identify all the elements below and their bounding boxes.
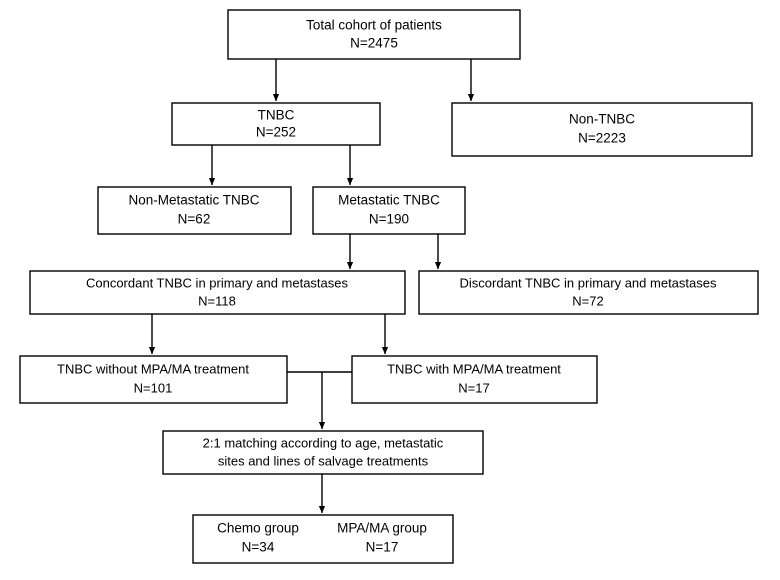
node-chemo-group-line1: Chemo group xyxy=(217,521,299,536)
node-tnbc-with-mpa-ma[interactable]: TNBC with MPA/MA treatment N=17 xyxy=(351,355,598,404)
node-tnbc-without-mpa-ma-line1: TNBC without MPA/MA treatment xyxy=(57,361,249,376)
node-tnbc[interactable]: TNBC N=252 xyxy=(171,102,381,146)
node-tnbc-with-mpa-ma-line1: TNBC with MPA/MA treatment xyxy=(387,361,561,376)
node-discordant-tnbc-box[interactable] xyxy=(418,270,759,315)
node-non-metastatic-tnbc-line1: Non-Metastatic TNBC xyxy=(128,193,259,208)
node-metastatic-tnbc[interactable]: Metastatic TNBC N=190 xyxy=(312,186,466,235)
node-metastatic-tnbc-line2: N=190 xyxy=(369,212,409,227)
node-tnbc-line1: TNBC xyxy=(258,108,295,123)
node-non-tnbc-box[interactable] xyxy=(451,102,753,157)
node-total-cohort[interactable]: Total cohort of patients N=2475 xyxy=(227,9,521,60)
node-tnbc-without-mpa-ma-box[interactable] xyxy=(19,355,288,404)
node-concordant-tnbc-line1: Concordant TNBC in primary and metastase… xyxy=(86,275,349,290)
node-tnbc-without-mpa-ma[interactable]: TNBC without MPA/MA treatment N=101 xyxy=(19,355,288,404)
node-matching-criteria-box[interactable] xyxy=(162,430,484,475)
node-non-metastatic-tnbc[interactable]: Non-Metastatic TNBC N=62 xyxy=(97,186,292,235)
node-non-metastatic-tnbc-line2: N=62 xyxy=(178,212,211,227)
node-tnbc-line2: N=252 xyxy=(256,125,296,140)
node-non-tnbc-line1: Non-TNBC xyxy=(569,112,635,127)
node-total-cohort-box[interactable] xyxy=(227,9,521,60)
node-concordant-tnbc-line2: N=118 xyxy=(198,293,236,308)
node-mpa-ma-group-line2: N=17 xyxy=(366,540,399,555)
node-chemo-group-line2: N=34 xyxy=(242,540,275,555)
node-non-tnbc-line2: N=2223 xyxy=(578,131,626,146)
connector-layer xyxy=(148,59,475,514)
node-non-metastatic-tnbc-box[interactable] xyxy=(97,186,292,235)
node-metastatic-tnbc-box[interactable] xyxy=(312,186,466,235)
node-matching-criteria-line2: sites and lines of salvage treatments xyxy=(218,453,429,468)
node-non-tnbc[interactable]: Non-TNBC N=2223 xyxy=(451,102,753,157)
node-discordant-tnbc-line2: N=72 xyxy=(572,293,603,308)
node-mpa-ma-group-line1: MPA/MA group xyxy=(337,521,427,536)
node-final-groups-box[interactable] xyxy=(192,514,454,564)
node-matching-criteria-line1: 2:1 matching according to age, metastati… xyxy=(203,435,444,450)
node-tnbc-with-mpa-ma-box[interactable] xyxy=(351,355,598,404)
node-total-cohort-line2: N=2475 xyxy=(350,36,398,51)
node-total-cohort-line1: Total cohort of patients xyxy=(306,18,442,33)
node-matching-criteria[interactable]: 2:1 matching according to age, metastati… xyxy=(162,430,484,475)
node-discordant-tnbc[interactable]: Discordant TNBC in primary and metastase… xyxy=(418,270,759,315)
node-metastatic-tnbc-line1: Metastatic TNBC xyxy=(338,193,440,208)
node-concordant-tnbc[interactable]: Concordant TNBC in primary and metastase… xyxy=(29,270,406,315)
node-tnbc-without-mpa-ma-line2: N=101 xyxy=(134,380,173,395)
node-discordant-tnbc-line1: Discordant TNBC in primary and metastase… xyxy=(460,275,717,290)
node-tnbc-with-mpa-ma-line2: N=17 xyxy=(458,380,489,395)
node-concordant-tnbc-box[interactable] xyxy=(29,270,406,315)
node-tnbc-box[interactable] xyxy=(171,102,381,146)
node-final-groups[interactable]: Chemo group N=34 MPA/MA group N=17 xyxy=(192,514,454,564)
